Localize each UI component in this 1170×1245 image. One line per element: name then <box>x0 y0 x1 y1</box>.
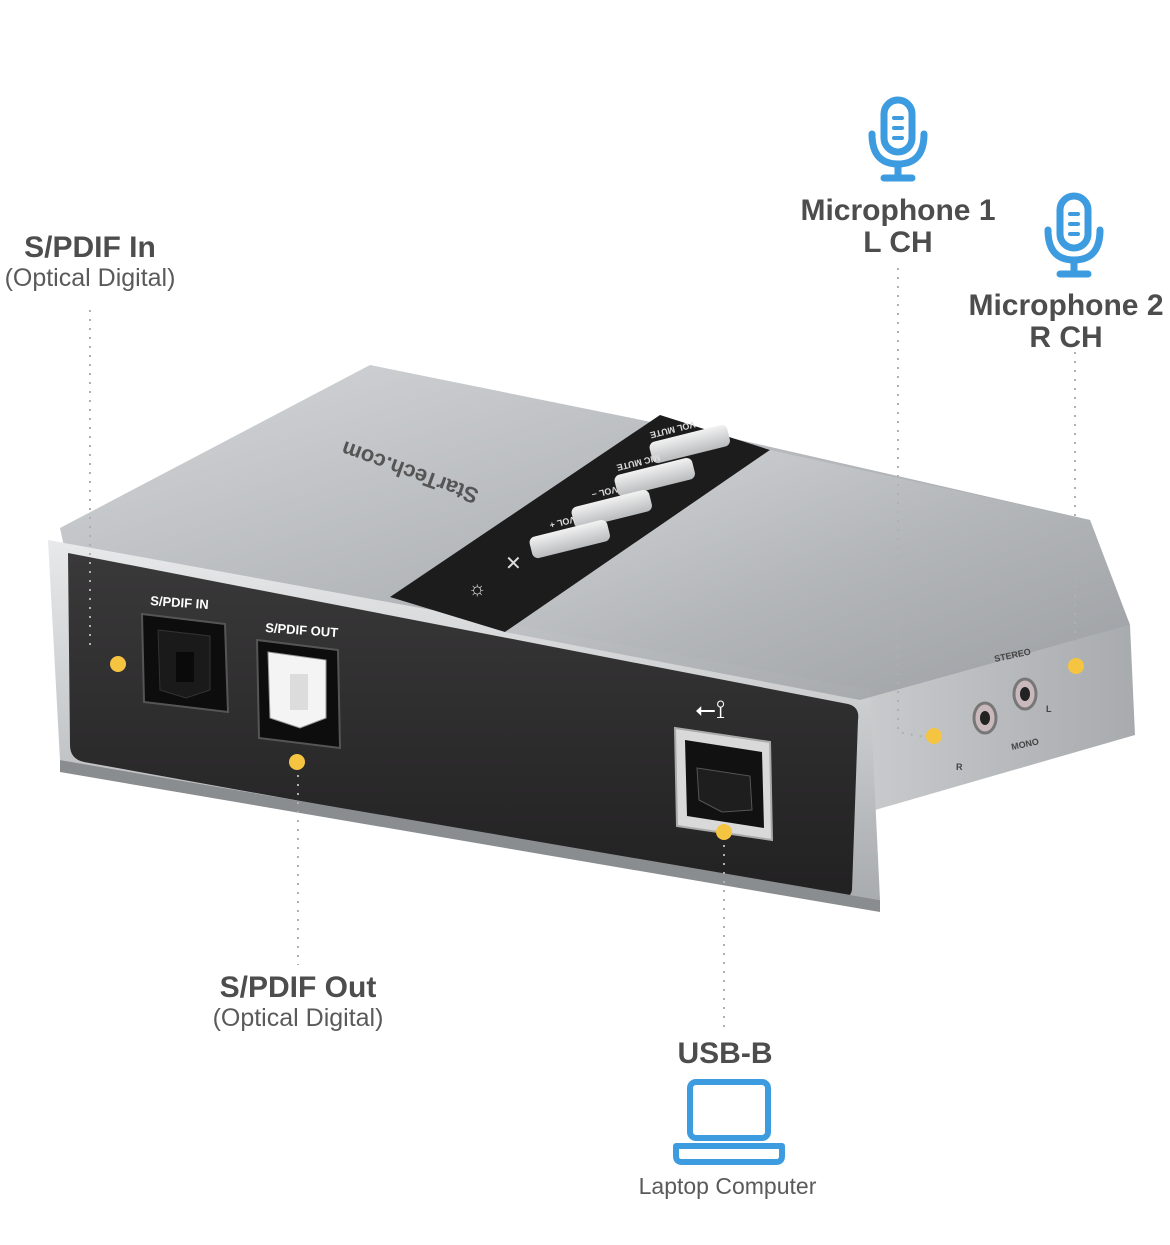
callout-usb: USB-B <box>660 1038 790 1070</box>
spdif-in-port: S/PDIF IN <box>140 593 230 714</box>
microphone-icon <box>1044 192 1104 278</box>
callout-mic2-title: Microphone 2 <box>968 289 1164 322</box>
callout-mic1-sub: L CH <box>863 226 933 259</box>
usb-b-port: ⭠⟟ <box>673 694 774 842</box>
spdif-out-port: S/PDIF OUT <box>255 620 342 750</box>
front-panel <box>68 553 859 899</box>
callout-mic1: Microphone 1 L CH <box>790 195 1006 259</box>
callout-spdif-out: S/PDIF Out (Optical Digital) <box>195 971 401 1033</box>
laptop-icon <box>673 1079 785 1165</box>
callout-mic1-title: Microphone 1 <box>800 194 996 227</box>
callout-spdif-in: S/PDIF In (Optical Digital) <box>0 231 180 293</box>
dot-spdif-out <box>289 754 305 770</box>
callout-spdif-out-sub: (Optical Digital) <box>212 1004 384 1032</box>
dot-spdif-in <box>110 656 126 672</box>
jack-l-label: L <box>1046 704 1052 714</box>
spdif-in-port-label: S/PDIF IN <box>150 593 209 612</box>
spdif-out-port-label: S/PDIF OUT <box>265 620 339 640</box>
power-light-icon: ☼ <box>468 578 486 600</box>
leader-mic1 <box>897 268 931 739</box>
callout-laptop: Laptop Computer <box>615 1172 840 1200</box>
callout-usb-title: USB-B <box>677 1037 773 1070</box>
callout-mic2: Microphone 2 R CH <box>962 290 1170 354</box>
usb-symbol-icon: ⭠⟟ <box>695 694 725 724</box>
callout-mic2-sub: R CH <box>1029 321 1103 354</box>
callout-spdif-in-sub: (Optical Digital) <box>4 264 176 292</box>
dot-mic2 <box>1068 658 1084 674</box>
callout-dots <box>110 656 1084 840</box>
leader-lines <box>89 268 1076 1030</box>
dot-usb <box>716 824 732 840</box>
mic-mute-indicator-icon: ✕ <box>505 553 522 575</box>
dot-mic1 <box>926 728 942 744</box>
microphone-icon <box>868 96 928 182</box>
device-right-side <box>860 625 1135 810</box>
callout-laptop-sub: Laptop Computer <box>638 1173 817 1199</box>
callout-spdif-in-title: S/PDIF In <box>24 231 156 264</box>
jack-r-label: R <box>956 762 963 772</box>
callout-spdif-out-title: S/PDIF Out <box>219 971 377 1004</box>
